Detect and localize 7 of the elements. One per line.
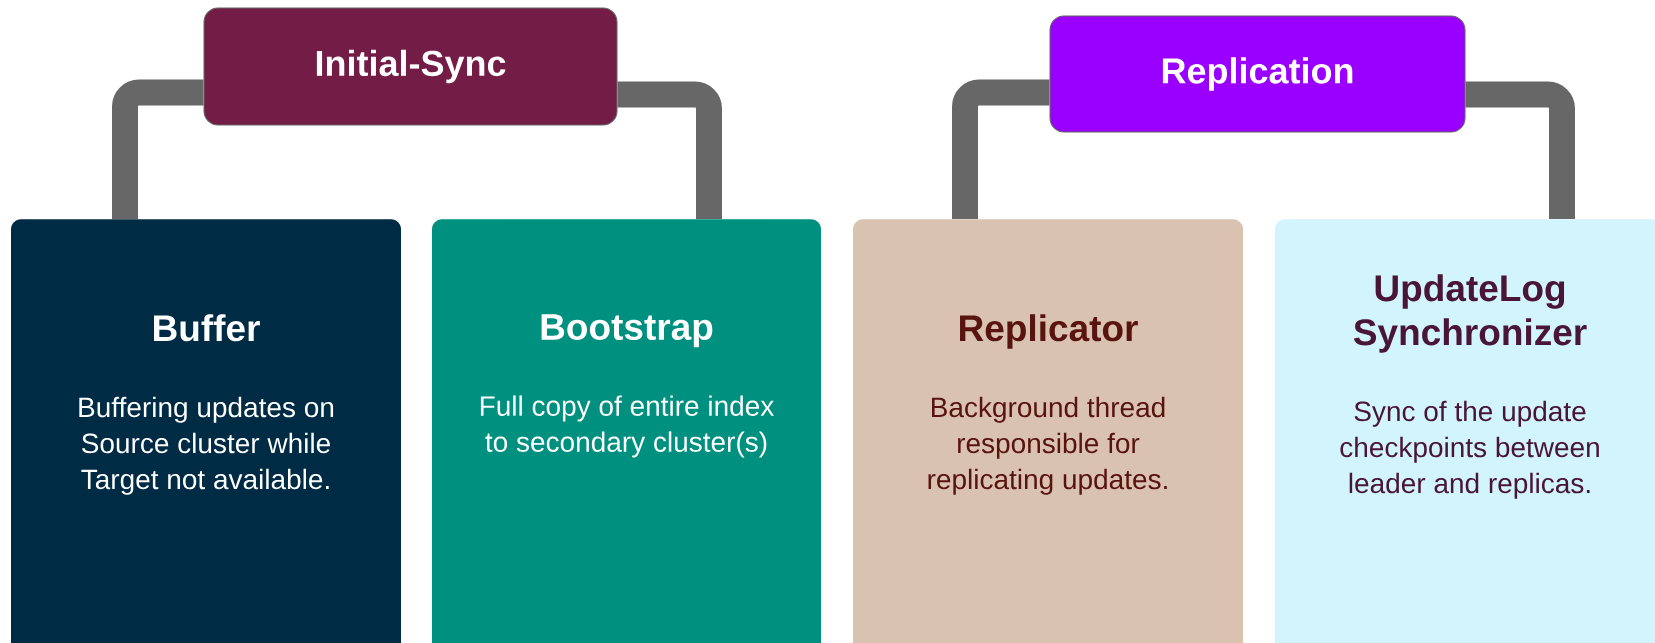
category-box: Replication [1049, 15, 1466, 133]
category-box: Initial-Sync [203, 7, 618, 126]
info-card: Buffer Buffering updates on Source cluster while Target not available. [11, 219, 401, 643]
connector-line [112, 79, 204, 219]
info-card: UpdateLog Synchronizer Sync of the update checkpoints between leader and replicas. [1275, 219, 1655, 643]
info-card: Replicator Background thread responsible for replicating updates. [853, 219, 1243, 643]
info-card: Bootstrap Full copy of entire index to secondary cluster(s) [432, 219, 821, 643]
